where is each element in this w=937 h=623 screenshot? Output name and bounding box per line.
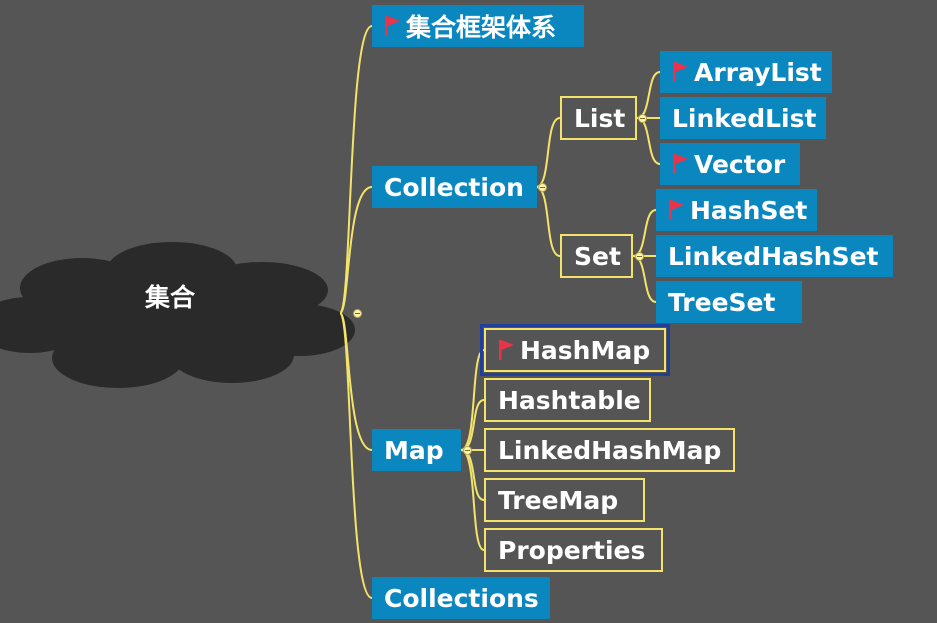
node-label: LinkedList xyxy=(672,103,817,133)
node-collections[interactable]: Collections xyxy=(372,577,550,619)
node-hashset[interactable]: HashSet xyxy=(656,189,817,231)
node-label: Properties xyxy=(498,535,646,565)
node-vector[interactable]: Vector xyxy=(660,143,800,185)
node-label: Set xyxy=(574,241,621,271)
node-label: HashMap xyxy=(520,335,651,365)
node-label: Hashtable xyxy=(498,385,641,415)
node-label: Collections xyxy=(384,583,539,613)
node-linkedhashset[interactable]: LinkedHashSet xyxy=(656,235,893,277)
node-label: TreeMap xyxy=(498,485,619,515)
collapse-toggle-icon[interactable] xyxy=(353,309,362,318)
node-label: LinkedHashMap xyxy=(498,435,722,465)
node-treemap[interactable]: TreeMap xyxy=(484,478,645,522)
node-label: List xyxy=(574,103,626,133)
collapse-toggle-icon[interactable] xyxy=(635,252,644,261)
node-hashtable[interactable]: Hashtable xyxy=(484,378,651,422)
node-map[interactable]: Map xyxy=(372,429,461,471)
node-label: Vector xyxy=(694,149,786,179)
node-collection[interactable]: Collection xyxy=(372,166,537,208)
flag-icon xyxy=(669,200,684,220)
node-linkedhashmap[interactable]: LinkedHashMap xyxy=(484,428,735,472)
root-topic[interactable]: 集合 xyxy=(144,283,195,312)
node-list[interactable]: List xyxy=(560,96,637,140)
node-arraylist[interactable]: ArrayList xyxy=(660,51,832,93)
node-framework[interactable]: 集合框架体系 xyxy=(372,5,584,47)
node-set[interactable]: Set xyxy=(560,234,633,278)
collapse-toggle-icon[interactable] xyxy=(538,183,547,192)
node-label: TreeSet xyxy=(668,287,776,317)
node-label: LinkedHashSet xyxy=(668,241,879,271)
node-label: HashSet xyxy=(690,195,808,225)
flag-icon xyxy=(673,62,688,82)
flag-icon xyxy=(385,16,400,36)
flag-icon xyxy=(499,340,514,360)
node-label: ArrayList xyxy=(694,57,822,87)
node-label: 集合框架体系 xyxy=(406,13,557,42)
node-properties[interactable]: Properties xyxy=(484,528,663,572)
node-label: Map xyxy=(384,435,444,465)
collapse-toggle-icon[interactable] xyxy=(463,446,472,455)
cloud-shape xyxy=(0,242,355,388)
node-hashmap[interactable]: HashMap xyxy=(480,324,670,376)
collapse-toggle-icon[interactable] xyxy=(638,114,647,123)
flag-icon xyxy=(673,154,688,174)
node-treeset[interactable]: TreeSet xyxy=(656,281,802,323)
node-linkedlist[interactable]: LinkedList xyxy=(660,97,826,139)
node-label: Collection xyxy=(384,172,524,202)
